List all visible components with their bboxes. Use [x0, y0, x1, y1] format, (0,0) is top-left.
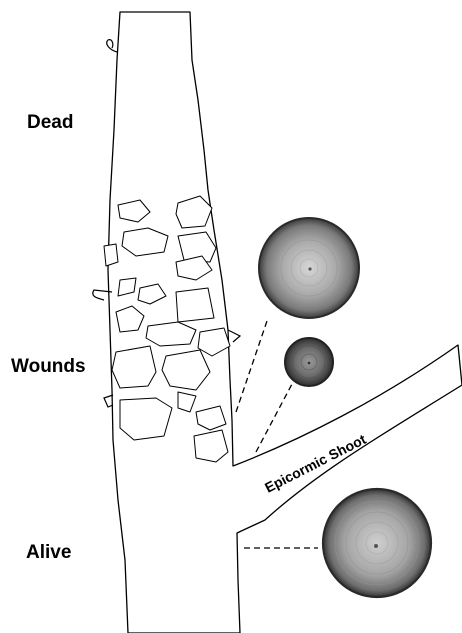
wound-patch: [176, 288, 214, 322]
connector-wounds-small: [256, 384, 292, 452]
wound-patch: [112, 346, 156, 388]
cross-section-small: [285, 338, 333, 386]
label-alive: Alive: [26, 542, 71, 563]
branch-stub-right: [228, 330, 240, 342]
connector-wounds-large: [236, 318, 268, 412]
cross-section-alive: [323, 489, 431, 597]
twig: [107, 40, 117, 52]
cross-section-large: [259, 218, 359, 318]
wound-patch: [120, 398, 172, 440]
wound-patch: [104, 244, 118, 266]
label-dead: Dead: [27, 112, 73, 133]
label-wounds: Wounds: [11, 356, 86, 377]
